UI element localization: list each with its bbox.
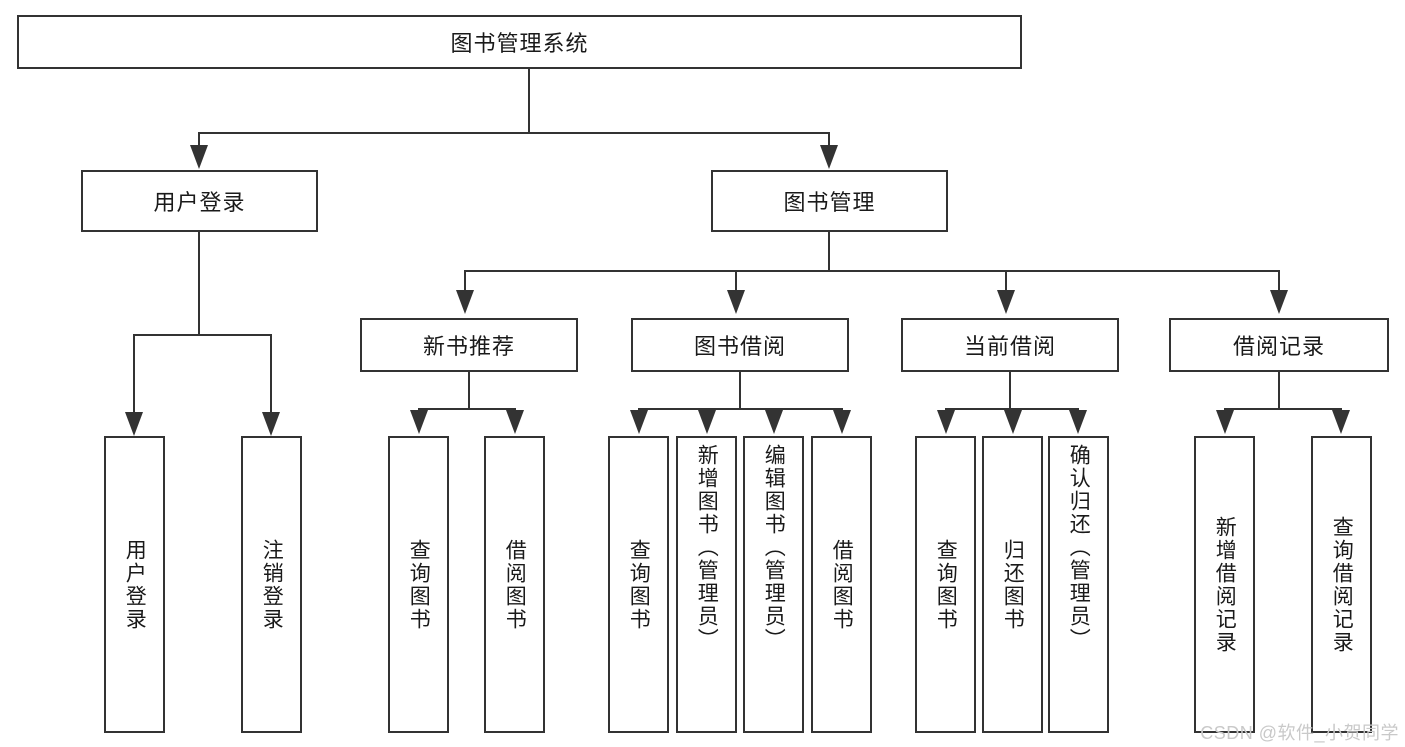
leaf-cb-return-book[interactable]: 归还图书 (982, 436, 1043, 733)
node-label: 查询图书 (934, 538, 958, 631)
arrow-to-leaf-br-add-record (1216, 410, 1234, 434)
arrow-to-leaf-cb-query-book (937, 410, 955, 434)
arrow-to-current-borrow (997, 290, 1015, 314)
arrow-to-book-manage (820, 145, 838, 169)
node-new-book-recommend[interactable]: 新书推荐 (360, 318, 578, 372)
node-label: 借阅图书 (503, 538, 527, 631)
edge-user-login-stem (198, 232, 200, 336)
arrow-to-leaf-cb-return-book (1004, 410, 1022, 434)
arrow-to-leaf-logout (262, 412, 280, 436)
arrow-to-leaf-bb-query-book (630, 410, 648, 434)
node-label: 编辑图书（管理员） (762, 444, 786, 651)
node-label: 查询借阅记录 (1330, 515, 1354, 654)
leaf-cb-query-book[interactable]: 查询图书 (915, 436, 976, 733)
edge-nbr-bus (418, 408, 516, 410)
arrow-to-book-borrow (727, 290, 745, 314)
edge-bm-drop-3 (1005, 270, 1007, 292)
arrow-to-leaf-cb-confirm-return (1069, 410, 1087, 434)
node-label: 用户登录 (153, 190, 246, 215)
node-label: 用户登录 (123, 538, 147, 631)
node-current-borrow[interactable]: 当前借阅 (901, 318, 1119, 372)
arrow-to-user-login (190, 145, 208, 169)
leaf-br-add-record[interactable]: 新增借阅记录 (1194, 436, 1255, 733)
arrow-to-leaf-bb-add-book (698, 410, 716, 434)
edge-book-manage-stem (828, 232, 830, 272)
edge-root-to-book-manage (828, 132, 830, 146)
leaf-bb-query-book[interactable]: 查询图书 (608, 436, 669, 733)
edge-bm-drop-4 (1278, 270, 1280, 292)
edge-br-stem (1278, 372, 1280, 410)
arrow-to-leaf-nbr-borrow-book (506, 410, 524, 434)
leaf-logout[interactable]: 注销登录 (241, 436, 302, 733)
leaf-user-login[interactable]: 用户登录 (104, 436, 165, 733)
arrow-to-leaf-user-login (125, 412, 143, 436)
arrow-to-leaf-bb-borrow-book (833, 410, 851, 434)
node-book-management[interactable]: 图书管理 (711, 170, 948, 232)
node-label: 借阅图书 (830, 538, 854, 631)
node-label: 新增借阅记录 (1213, 515, 1237, 654)
edge-bb-bus (638, 408, 843, 410)
edge-root-bus (198, 132, 830, 134)
leaf-bb-edit-book[interactable]: 编辑图书（管理员） (743, 436, 804, 733)
node-label: 当前借阅 (963, 334, 1056, 359)
node-label: 图书管理 (783, 190, 876, 215)
leaf-cb-confirm-return[interactable]: 确认归还（管理员） (1048, 436, 1109, 733)
node-user-login[interactable]: 用户登录 (81, 170, 318, 232)
edge-user-login-bus (133, 334, 271, 336)
node-root-system[interactable]: 图书管理系统 (17, 15, 1022, 69)
leaf-nbr-borrow-book[interactable]: 借阅图书 (484, 436, 545, 733)
node-label: 图书管理系统 (450, 31, 589, 56)
node-borrow-record[interactable]: 借阅记录 (1169, 318, 1389, 372)
csdn-watermark: CSDN @软件_小贺同学 (1200, 723, 1399, 743)
edge-root-to-user-login (198, 132, 200, 146)
arrow-to-leaf-bb-edit-book (765, 410, 783, 434)
arrow-to-leaf-nbr-query-book (410, 410, 428, 434)
node-label: 图书借阅 (693, 334, 786, 359)
edge-cb-stem (1009, 372, 1011, 410)
node-label: 确认归还（管理员） (1067, 444, 1091, 651)
edge-user-login-drop-2 (270, 334, 272, 414)
edge-bb-stem (739, 372, 741, 410)
arrow-to-leaf-br-query-record (1332, 410, 1350, 434)
node-label: 注销登录 (260, 538, 284, 631)
node-label: 新增图书（管理员） (695, 444, 719, 651)
node-label: 归还图书 (1001, 538, 1025, 631)
node-label: 查询图书 (627, 538, 651, 631)
arrow-to-borrow-record (1270, 290, 1288, 314)
edge-bm-drop-1 (464, 270, 466, 292)
arrow-to-new-book-recommend (456, 290, 474, 314)
node-label: 查询图书 (407, 538, 431, 631)
edge-root-stem (528, 69, 530, 133)
edge-book-manage-bus (464, 270, 1280, 272)
node-book-borrow[interactable]: 图书借阅 (631, 318, 849, 372)
node-label: 借阅记录 (1232, 334, 1325, 359)
leaf-bb-borrow-book[interactable]: 借阅图书 (811, 436, 872, 733)
leaf-nbr-query-book[interactable]: 查询图书 (388, 436, 449, 733)
leaf-bb-add-book[interactable]: 新增图书（管理员） (676, 436, 737, 733)
node-label: 新书推荐 (422, 334, 515, 359)
edge-bm-drop-2 (735, 270, 737, 292)
edge-nbr-stem (468, 372, 470, 410)
edge-user-login-drop-1 (133, 334, 135, 414)
edge-br-bus (1224, 408, 1342, 410)
leaf-br-query-record[interactable]: 查询借阅记录 (1311, 436, 1372, 733)
